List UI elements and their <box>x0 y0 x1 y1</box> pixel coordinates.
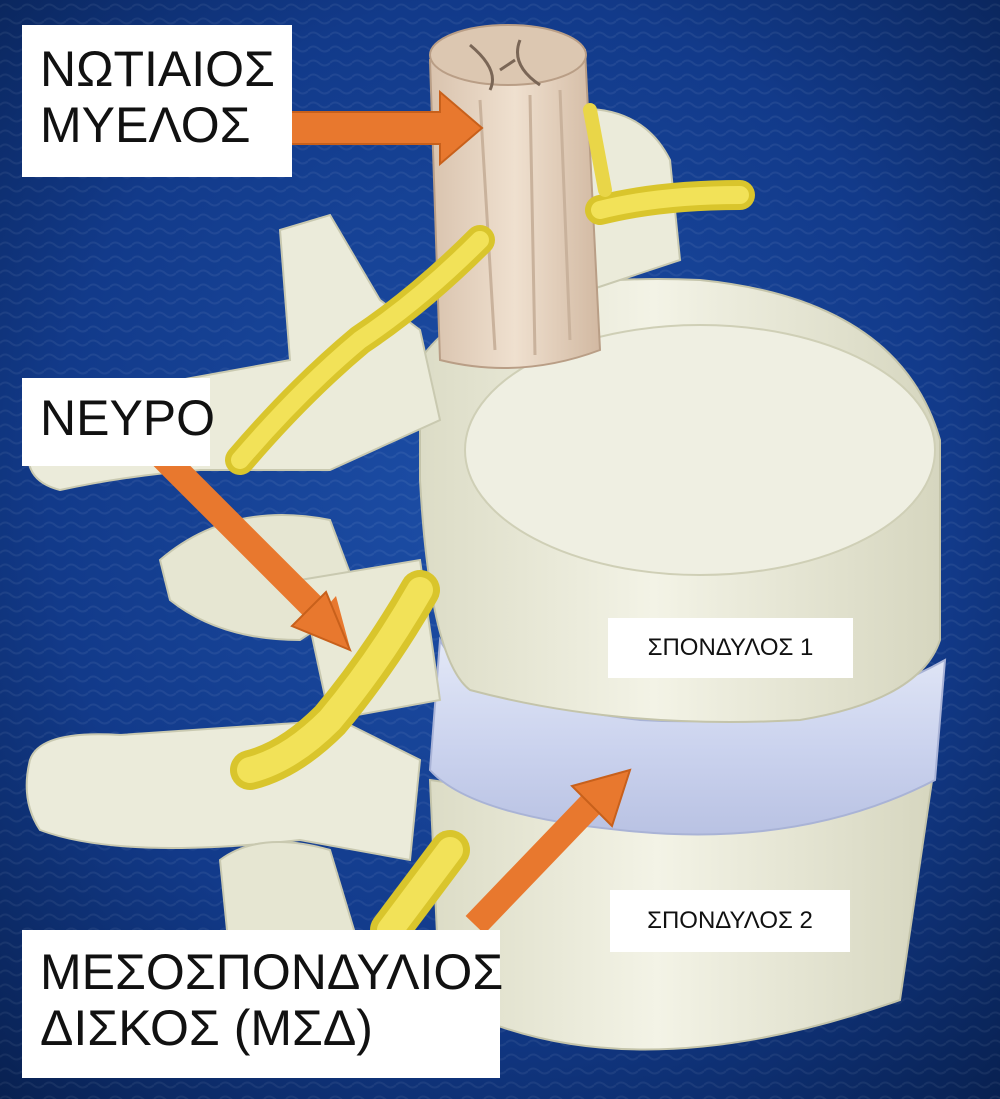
label-vertebra-2-text: ΣΠΟΝΔΥΛΟΣ 2 <box>647 906 813 934</box>
label-nerve-text: ΝΕΥΡΟ <box>40 390 216 446</box>
spinal-cord-shape <box>428 24 602 369</box>
label-spinal-cord-line1: ΝΩΤΙΑΙΟΣ <box>40 41 275 97</box>
label-nerve: ΝΕΥΡΟ <box>22 378 216 466</box>
label-spinal-cord: ΝΩΤΙΑΙΟΣ ΜΥΕΛΟΣ <box>22 25 292 177</box>
label-disc-line1: ΜΕΣΟΣΠΟΝΔΥΛΙΟΣ <box>40 944 504 1000</box>
label-disc-line2: ΔΙΣΚΟΣ (ΜΣΔ) <box>40 1000 373 1056</box>
label-vertebra-2: ΣΠΟΝΔΥΛΟΣ 2 <box>610 890 850 952</box>
label-vertebra-1: ΣΠΟΝΔΥΛΟΣ 1 <box>608 618 853 678</box>
arrow-nerve <box>152 446 352 652</box>
arrow-disc <box>465 768 632 935</box>
label-spinal-cord-line2: ΜΥΕΛΟΣ <box>40 97 251 153</box>
label-disc: ΜΕΣΟΣΠΟΝΔΥΛΙΟΣ ΔΙΣΚΟΣ (ΜΣΔ) <box>22 930 504 1078</box>
nerve-shapes <box>225 103 755 950</box>
label-vertebra-1-text: ΣΠΟΝΔΥΛΟΣ 1 <box>647 633 814 661</box>
